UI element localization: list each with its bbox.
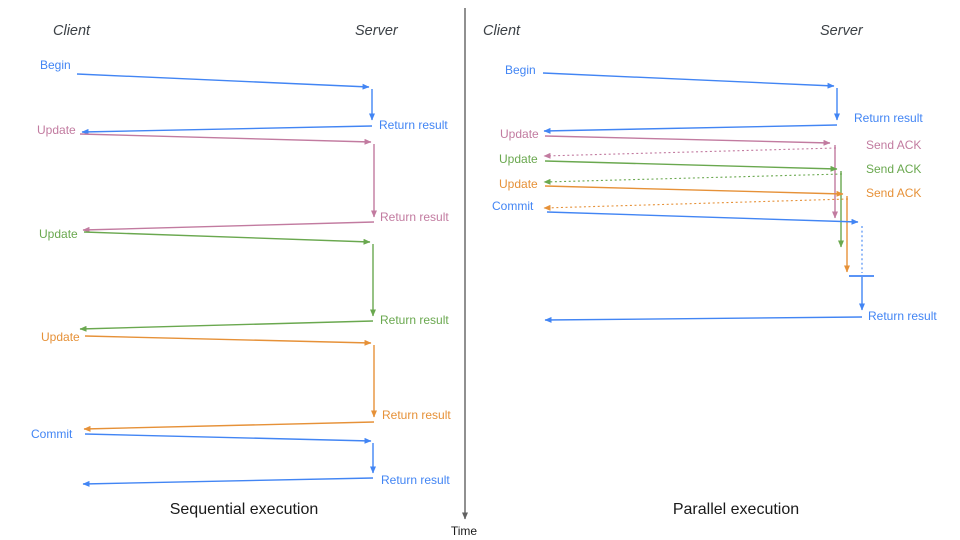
sequential-server-column-label: Server xyxy=(355,22,398,39)
sequential-client-column-label: Client xyxy=(53,22,91,39)
parallel-update-3-request-line xyxy=(544,185,844,197)
parallel-label-commit-return-result: Return result xyxy=(868,309,937,323)
parallel-update-2-ack-line xyxy=(543,173,843,185)
message-lines-layer xyxy=(76,8,874,520)
sequential-update-3-request-line xyxy=(84,335,372,346)
sequential-update-1-request-line xyxy=(79,133,372,145)
sequential-update-2-return-line xyxy=(79,320,374,332)
sequential-begin-request-line xyxy=(76,73,370,90)
sequential-label-update-1: Update xyxy=(37,123,76,137)
sequential-begin-return-line xyxy=(81,125,373,135)
sequential-label-begin: Begin xyxy=(40,58,71,72)
sequential-commit-request-line xyxy=(84,433,372,444)
sequential-caption: Sequential execution xyxy=(169,501,319,518)
parallel-commit-request-line xyxy=(546,211,859,225)
sequential-update-1-return-line xyxy=(82,221,375,233)
parallel-label-update-3-send-ack: Send ACK xyxy=(866,186,922,200)
parallel-commit-return-line xyxy=(544,316,863,323)
time-axis-label: Time xyxy=(450,524,478,538)
parallel-label-commit: Commit xyxy=(492,199,534,213)
sequential-label-update-3-return-result: Return result xyxy=(382,408,451,422)
parallel-begin-return-line xyxy=(543,124,838,134)
parallel-update-1-request-line xyxy=(544,135,831,146)
sequential-update-2-request-line xyxy=(83,231,371,245)
sequential-label-commit-return-result: Return result xyxy=(381,473,450,487)
sequential-label-update-3: Update xyxy=(41,330,80,344)
parallel-label-update-2: Update xyxy=(499,152,538,166)
parallel-label-begin: Begin xyxy=(505,63,536,77)
sequential-label-update-1-return-result: Return result xyxy=(380,210,449,224)
sequential-label-commit: Commit xyxy=(31,427,73,441)
parallel-label-update-3: Update xyxy=(499,177,538,191)
parallel-label-update-2-send-ack: Send ACK xyxy=(866,162,922,176)
parallel-begin-request-line xyxy=(542,72,835,89)
parallel-update-2-request-line xyxy=(544,160,838,172)
sequential-label-update-2-return-result: Return result xyxy=(380,313,449,327)
sequential-commit-return-line xyxy=(82,477,374,487)
parallel-caption: Parallel execution xyxy=(672,501,800,518)
parallel-label-update-1-send-ack: Send ACK xyxy=(866,138,922,152)
parallel-label-begin-return-result: Return result xyxy=(854,111,923,125)
sequential-update-3-return-line xyxy=(83,421,375,432)
sequential-label-begin-return-result: Return result xyxy=(379,118,448,132)
parallel-label-update-1: Update xyxy=(500,127,539,141)
parallel-update-1-ack-line xyxy=(543,147,837,159)
parallel-server-column-label: Server xyxy=(820,22,863,39)
parallel-update-3-ack-line xyxy=(543,198,849,211)
sequential-label-update-2: Update xyxy=(39,227,78,241)
parallel-client-column-label: Client xyxy=(483,22,521,39)
